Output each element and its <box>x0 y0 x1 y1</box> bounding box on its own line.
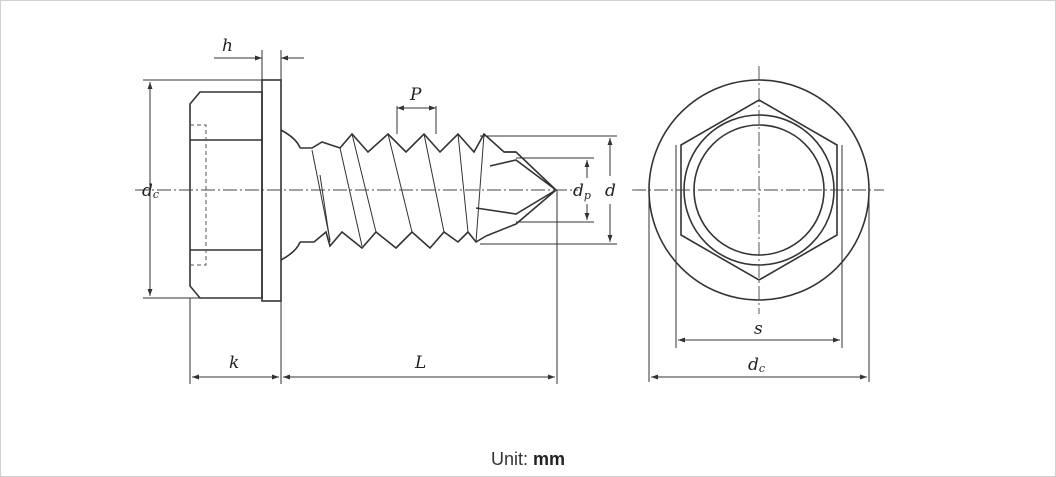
thread-bottom <box>300 230 487 250</box>
label-L: L <box>414 353 426 373</box>
side-view <box>135 79 578 302</box>
drill-tip <box>475 151 558 237</box>
unit-value: mm <box>533 449 566 469</box>
label-h: h <box>222 36 233 56</box>
head-recess-hidden <box>190 124 207 266</box>
label-pitch: P <box>409 85 422 105</box>
washer-flange <box>261 79 282 302</box>
unit-label: Unit: <box>490 449 528 469</box>
hex-outline <box>680 99 838 281</box>
label-d: d <box>605 181 616 201</box>
label-dc-top: dc <box>748 355 765 375</box>
dimensions-top <box>648 145 870 382</box>
top-view <box>632 66 884 314</box>
label-k: k <box>229 353 239 373</box>
unit-caption: Unit: mm <box>0 449 1056 470</box>
neck-fillet <box>280 129 301 261</box>
dimensions-side <box>143 50 617 384</box>
thread-flanks <box>311 133 485 247</box>
label-s: s <box>754 319 763 339</box>
label-dc-side: dc <box>142 181 159 201</box>
hex-head-outline <box>189 91 263 299</box>
thread-top <box>300 132 516 154</box>
label-dp: dp <box>573 181 591 202</box>
